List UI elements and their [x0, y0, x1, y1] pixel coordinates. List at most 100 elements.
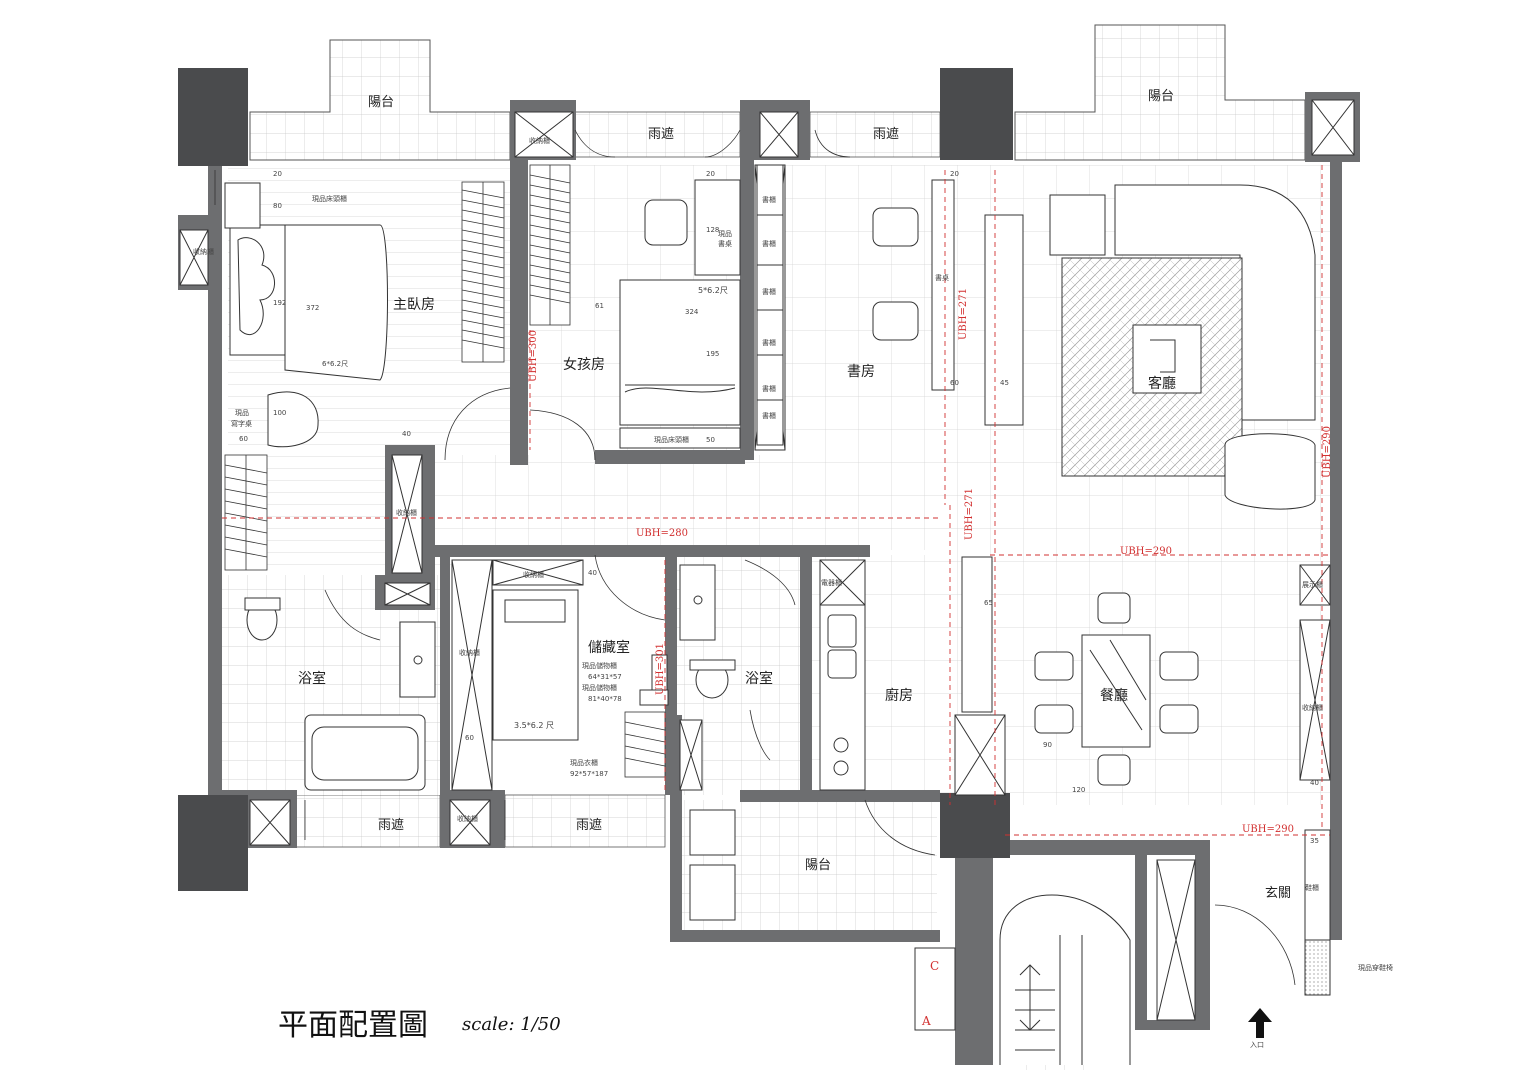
label-book-cab-6: 書櫃 [762, 411, 776, 420]
ubh-290-living: UBH=290 [1322, 426, 1333, 478]
ubh-271-top: UBH=271 [958, 288, 969, 340]
ubh-290-entry: UBH=290 [1242, 824, 1294, 835]
room-label-master: 主臥房 [393, 297, 435, 313]
label-exist-wardrobe-size: 92*57*187 [570, 770, 608, 778]
furniture [224, 179, 1316, 1065]
label-electric-cab: 電器櫃 [821, 578, 842, 587]
label-storage-cab-7: 收納櫃 [1302, 703, 1323, 712]
label-storage-cab-2: 收納櫃 [193, 247, 214, 256]
room-label-bath-left: 浴室 [298, 670, 326, 687]
dim-20c: 20 [950, 170, 959, 178]
dim-128: 128 [706, 226, 719, 234]
dimension-labels: 20 80 192 372 100 60 40 20 128 61 324 19… [239, 170, 1319, 845]
label-bed-girl: 5*6.2尺 [698, 286, 728, 295]
room-label-dining: 餐廳 [1100, 687, 1128, 704]
ubh-301: UBH=301 [655, 643, 666, 695]
label-book-desk: 書桌 [935, 273, 949, 282]
room-label-balcony-left: 陽台 [368, 95, 394, 110]
room-label-awning-3: 雨遮 [378, 817, 404, 833]
label-exist-shelf-2: 現品儲物櫃 [582, 683, 617, 692]
dim-324: 324 [685, 308, 699, 316]
label-desk-master-1: 現品 [235, 409, 249, 417]
room-label-kitchen: 廚房 [885, 687, 913, 704]
label-desk-girl-1: 現品 [718, 230, 732, 238]
label-exist-shoe: 現品穿鞋椅 [1358, 963, 1393, 972]
dim-60c: 60 [465, 734, 474, 742]
ubh-290-dining: UBH=290 [1120, 546, 1172, 557]
dim-45: 45 [1000, 379, 1009, 387]
label-book-cab-1: 書櫃 [762, 195, 776, 204]
plan-scale: scale: 1/50 [462, 1014, 561, 1035]
label-storage-cab-3: 收納櫃 [396, 508, 417, 517]
furniture-labels: 現品床頭櫃 收納櫃 收納櫃 收納櫃 收納櫃 收納櫃 收納櫃 收納櫃 6*6.2尺… [193, 136, 1393, 1049]
dim-40b: 40 [588, 569, 597, 577]
dim-61: 61 [595, 302, 604, 310]
label-book-cab-3: 書櫃 [762, 287, 776, 296]
entrance-arrow-icon [1248, 1008, 1272, 1038]
room-label-awning-4: 雨遮 [576, 817, 602, 833]
dim-50: 50 [706, 436, 715, 444]
annotation-lines [222, 165, 1330, 836]
room-label-living: 客廳 [1148, 375, 1176, 392]
label-storage-cab-1: 收納櫃 [529, 136, 550, 145]
dim-80: 80 [273, 202, 282, 210]
ubh-300: UBH=300 [528, 330, 539, 382]
room-labels: 陽台 陽台 陽台 雨遮 雨遮 雨遮 雨遮 主臥房 女孩房 書房 客廳 儲藏室 浴… [298, 89, 1291, 901]
label-desk-master-2: 寫字桌 [231, 419, 252, 428]
room-label-bath-right: 浴室 [745, 670, 773, 687]
label-bed-master: 6*6.2尺 [322, 360, 348, 368]
ubh-280: UBH=280 [636, 528, 688, 539]
label-existing-dresser: 現品床頭櫃 [312, 194, 347, 203]
dim-372: 372 [306, 304, 319, 312]
dim-60b: 60 [950, 379, 959, 387]
plan-title: 平面配置圖 [278, 1008, 428, 1043]
wardrobes [224, 164, 666, 778]
room-label-storage: 儲藏室 [588, 639, 630, 656]
doors [214, 129, 1296, 986]
stair-marks: A C [921, 959, 1272, 1038]
dim-60a: 60 [239, 435, 248, 443]
dim-195: 195 [706, 350, 719, 358]
label-storage-cab-5: 收納櫃 [459, 648, 480, 657]
label-book-cab-4: 書櫃 [762, 338, 776, 347]
dim-65: 65 [984, 599, 993, 607]
room-label-entry: 玄關 [1265, 886, 1291, 901]
label-bed-girl-head: 現品床頭櫃 [654, 435, 689, 444]
stair-direction-icon [1019, 964, 1041, 1031]
label-storage-cab-4: 收納櫃 [523, 570, 544, 579]
columns [178, 68, 1013, 891]
cabinets [179, 99, 1355, 1021]
ubh-labels: UBH=300 UBH=271 UBH=271 UBH=280 UBH=290 … [528, 288, 1333, 835]
dim-100: 100 [273, 409, 286, 417]
room-label-balcony-right: 陽台 [1148, 89, 1174, 104]
room-label-girl: 女孩房 [563, 356, 605, 373]
room-label-awning-1: 雨遮 [648, 126, 674, 142]
label-display-cab: 展示櫃 [1302, 580, 1323, 589]
label-book-cab-2: 書櫃 [762, 239, 776, 248]
room-label-balcony-bottom: 陽台 [805, 858, 831, 873]
label-entrance: 入口 [1250, 1041, 1264, 1049]
label-bed-storage: 3.5*6.2 尺 [514, 721, 554, 730]
label-desk-girl-2: 書桌 [718, 239, 732, 248]
label-shoe-cab: 鞋櫃 [1305, 883, 1319, 892]
dim-20b: 20 [706, 170, 715, 178]
dim-20a: 20 [273, 170, 282, 178]
label-exist-shelf-1-size: 64*31*57 [588, 673, 622, 681]
stair-letter-a: A [921, 1014, 931, 1028]
label-exist-shelf-2-size: 81*40*78 [588, 695, 622, 703]
dim-40a: 40 [402, 430, 411, 438]
room-label-study: 書房 [847, 364, 875, 380]
dim-120: 120 [1072, 786, 1085, 794]
label-exist-shelf-1: 現品儲物櫃 [582, 661, 617, 670]
dim-192: 192 [273, 299, 286, 307]
dim-90: 90 [1043, 741, 1052, 749]
label-storage-cab-6: 收納櫃 [457, 814, 478, 823]
ubh-271-bottom: UBH=271 [964, 488, 975, 540]
dim-40c: 40 [1310, 779, 1319, 787]
stair-letter-c: C [930, 959, 939, 973]
room-label-awning-2: 雨遮 [873, 126, 899, 142]
label-book-cab-5: 書櫃 [762, 384, 776, 393]
label-exist-wardrobe: 現品衣櫃 [570, 758, 598, 767]
dim-35: 35 [1310, 837, 1319, 845]
